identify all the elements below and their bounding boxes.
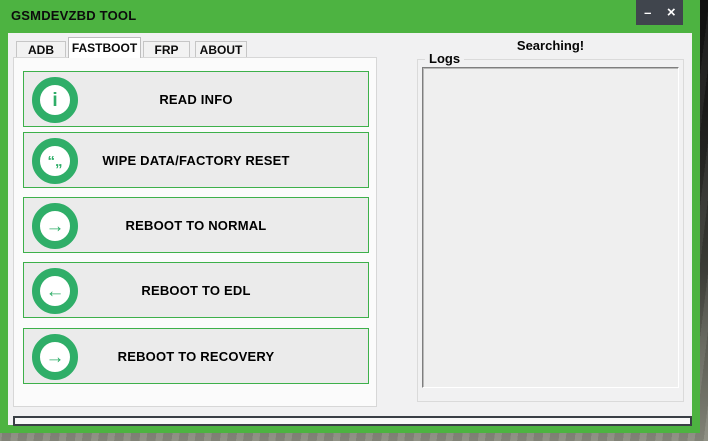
info-icon: i bbox=[32, 77, 78, 123]
reboot-normal-label: REBOOT TO NORMAL bbox=[125, 217, 267, 233]
window-content: ADB FASTBOOT FRP ABOUT i READ INFO “„ WI… bbox=[8, 33, 692, 426]
reboot-recovery-label: REBOOT TO RECOVERY bbox=[117, 348, 275, 364]
minimize-icon: – bbox=[644, 5, 652, 20]
read-info-label: READ INFO bbox=[159, 91, 233, 107]
minimize-button[interactable]: – bbox=[636, 0, 660, 25]
tab-fastboot[interactable]: FASTBOOT bbox=[68, 37, 141, 58]
progress-bar bbox=[13, 416, 692, 426]
read-info-button[interactable]: i READ INFO bbox=[23, 71, 369, 127]
arrow-left-icon: ← bbox=[32, 268, 78, 314]
wipe-data-button[interactable]: “„ WIPE DATA/FACTORY RESET bbox=[23, 132, 369, 188]
tab-adb-label: ADB bbox=[28, 43, 54, 57]
searching-status: Searching! bbox=[516, 38, 585, 53]
fastboot-tab-page: i READ INFO “„ WIPE DATA/FACTORY RESET →… bbox=[13, 57, 377, 407]
tab-about[interactable]: ABOUT bbox=[195, 41, 247, 58]
arrow-right-icon: → bbox=[32, 334, 78, 380]
titlebar: GSMDEVZBD TOOL – × bbox=[0, 0, 700, 33]
reboot-normal-button[interactable]: → REBOOT TO NORMAL bbox=[23, 197, 369, 253]
close-icon: × bbox=[666, 4, 676, 21]
logs-output[interactable] bbox=[422, 67, 679, 388]
close-button[interactable]: × bbox=[660, 0, 684, 25]
arrow-right-icon: → bbox=[32, 203, 78, 249]
tab-frp-label: FRP bbox=[154, 43, 179, 57]
tab-fastboot-label: FASTBOOT bbox=[71, 41, 138, 55]
wipe-data-label: WIPE DATA/FACTORY RESET bbox=[102, 152, 290, 168]
app-window: GSMDEVZBD TOOL – × ADB FASTBOOT FRP ABOU… bbox=[0, 0, 700, 433]
quotes-icon: “„ bbox=[32, 138, 78, 184]
logs-group-label: Logs bbox=[425, 51, 465, 66]
logs-groupbox: Logs bbox=[417, 51, 684, 402]
window-controls: – × bbox=[636, 0, 683, 25]
window-title: GSMDEVZBD TOOL bbox=[11, 8, 137, 23]
reboot-edl-button[interactable]: ← REBOOT TO EDL bbox=[23, 262, 369, 318]
tab-about-label: ABOUT bbox=[199, 43, 243, 57]
reboot-edl-label: REBOOT TO EDL bbox=[141, 282, 251, 298]
tab-frp[interactable]: FRP bbox=[143, 41, 190, 58]
tab-adb[interactable]: ADB bbox=[16, 41, 66, 58]
reboot-recovery-button[interactable]: → REBOOT TO RECOVERY bbox=[23, 328, 369, 384]
